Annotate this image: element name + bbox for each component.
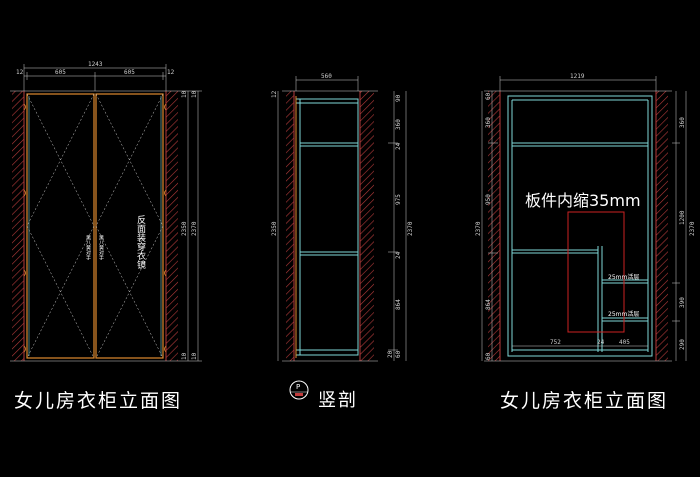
left-wall-hatch-a: [12, 91, 24, 361]
section-dim-total: 2370: [407, 221, 414, 236]
left-door-panel: [26, 93, 95, 359]
left-dim-bottom-a: 10: [181, 352, 188, 360]
section-dim-d8: 20: [387, 350, 394, 358]
right-elevation: 板件内缩35mm 25mm活层 25mm活层 1219 752 24 405 3…: [475, 73, 696, 362]
section-view: 560 2350 12 360 975 864 24 24 90 60 20 2…: [271, 73, 414, 400]
section-wall-left-hatch: [286, 91, 294, 361]
section-symbol-letter: P: [296, 383, 300, 391]
right-dim-right-d2: 1200: [679, 210, 686, 225]
right-dim-left-top: 60: [485, 92, 492, 100]
shelf-label-b: 25mm活层: [608, 310, 639, 318]
door-note-center-a: 黑八黄对手: [85, 235, 91, 261]
right-dim-right-total: 2370: [689, 221, 696, 236]
right-wall-hatch-a: [488, 91, 500, 361]
right-dim-overall: 1219: [570, 73, 585, 80]
left-dim-edge-right: 12: [167, 69, 175, 76]
right-dim-right-d3: 390: [679, 297, 686, 308]
section-caption: 竖剖: [318, 390, 358, 411]
left-dim-height-inner: 2350: [181, 221, 188, 236]
left-dim-door-right: 605: [124, 69, 135, 76]
section-dim-top: 12: [271, 90, 278, 98]
right-dim-divider: 24: [597, 339, 605, 346]
section-dim-d7: 60: [395, 350, 402, 358]
left-dim-overall: 1243: [88, 61, 103, 68]
right-dim-left-bottom: 60: [485, 352, 492, 360]
section-dim-d3: 864: [395, 299, 402, 310]
section-dim-height: 2350: [271, 221, 278, 236]
door-note-mirror: 反面装穿衣镜: [135, 215, 146, 270]
left-dim-bottom-b: 10: [191, 352, 198, 360]
section-dim-depth: 560: [321, 73, 332, 80]
section-symbol-circle: [289, 380, 309, 400]
right-dim-left-d2: 950: [485, 194, 492, 205]
left-dim-height-outer: 2370: [191, 221, 198, 236]
left-dim-top-a: 10: [181, 90, 188, 98]
section-dim-d5: 24: [395, 251, 402, 259]
left-dim-door-left: 605: [55, 69, 66, 76]
inset-note: 板件内缩35mm: [525, 191, 641, 210]
right-dim-left-d3: 864: [485, 299, 492, 310]
left-dim-edge-left: 12: [16, 69, 24, 76]
right-dim-left-bay: 752: [550, 339, 561, 346]
right-dim-left-d1: 360: [485, 117, 492, 128]
inset-highlight-box: [567, 211, 625, 333]
right-dim-left-total: 2370: [475, 221, 482, 236]
right-door-panel: [95, 93, 164, 359]
section-dim-d6: 90: [395, 94, 402, 102]
left-wall-hatch-b: [166, 91, 178, 361]
shelf-label-a: 25mm活层: [608, 273, 639, 281]
section-dim-d1: 360: [395, 119, 402, 130]
section-dim-d2: 975: [395, 194, 402, 205]
left-elevation-caption: 女儿房衣柜立面图: [14, 390, 183, 412]
section-wall-right-hatch: [360, 91, 374, 361]
left-dim-top-b: 10: [191, 90, 198, 98]
section-dim-d4: 24: [395, 142, 402, 150]
right-dim-right-bay: 405: [619, 339, 630, 346]
right-dim-right-d4: 290: [679, 339, 686, 350]
right-dim-right-d1: 360: [679, 117, 686, 128]
right-wall-hatch-b: [656, 91, 668, 361]
door-note-center-b: 黑八黄对手: [98, 235, 104, 261]
right-elevation-caption: 女儿房衣柜立面图: [500, 390, 669, 412]
left-elevation: 1243 605 605 12 12 2350 2370 10 10 10 10…: [10, 61, 202, 362]
